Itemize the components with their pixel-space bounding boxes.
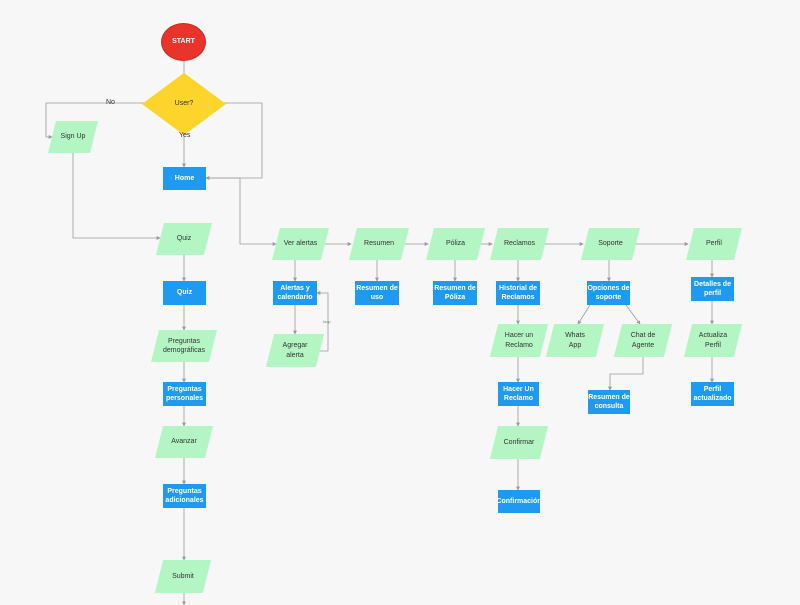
resumen-poliza-label: Resumen de Póliza <box>434 284 476 301</box>
resumen-label: Resumen <box>364 240 394 248</box>
reclamos-node[interactable]: Reclamos <box>494 228 545 260</box>
poliza-label: Póliza <box>445 240 466 248</box>
resumen-node[interactable]: Resumen <box>353 228 405 260</box>
agregar-alerta-label: Agregar alerta <box>282 342 308 359</box>
home-node[interactable]: Home <box>163 167 206 190</box>
edge-home-veralertas <box>206 177 277 246</box>
perfil-actualizado-label: Perfil actualizado <box>693 385 732 402</box>
quiz-io-label: Quiz <box>176 235 192 243</box>
user-decision[interactable]: User? <box>154 88 214 119</box>
start-label: START <box>172 38 195 46</box>
preguntas-adicionales-label: Preguntas adicionales <box>165 487 204 504</box>
soporte-label: Soporte <box>598 240 623 248</box>
signup-label: Sign Up <box>60 133 86 141</box>
edge-signup-quiz <box>72 153 161 240</box>
quiz-label: Quiz <box>176 289 193 297</box>
preguntas-demograficas-label: Preguntas demográficas <box>162 337 206 354</box>
resumen-uso-node[interactable]: Resumen de uso <box>355 281 399 305</box>
edge-user-right-home <box>205 102 263 180</box>
preguntas-adicionales-node[interactable]: Preguntas adicionales <box>163 484 206 508</box>
preguntas-personales-label: Preguntas personales <box>166 385 203 402</box>
opciones-soporte-node[interactable]: Opciones de soporte <box>587 281 630 305</box>
edge-opciones-whatsapp <box>577 304 591 325</box>
quiz-io-node[interactable]: Quiz <box>160 223 208 255</box>
resumen-uso-label: Resumen de uso <box>356 284 398 301</box>
signup-node[interactable]: Sign Up <box>52 121 94 153</box>
perfil-node[interactable]: Perfil <box>690 228 738 260</box>
confirmacion-label: Confirmación <box>496 497 542 505</box>
ver-alertas-node[interactable]: Ver alertas <box>276 228 325 260</box>
hacer-reclamo-node[interactable]: Hacer Un Reclamo <box>498 382 539 406</box>
resumen-poliza-node[interactable]: Resumen de Póliza <box>433 281 477 305</box>
opciones-soporte-label: Opciones de soporte <box>587 284 630 301</box>
resumen-consulta-label: Resumen de consulta <box>588 393 630 410</box>
ver-alertas-label: Ver alertas <box>283 240 318 248</box>
submit-node[interactable]: Submit <box>159 560 207 593</box>
soporte-node[interactable]: Soporte <box>585 228 636 260</box>
no-edge-label: No <box>106 99 115 106</box>
start-node[interactable]: START <box>161 23 206 61</box>
actualiza-perfil-node[interactable]: Actualiza Perfil <box>688 324 738 357</box>
historial-reclamos-node[interactable]: Historial de Reclamos <box>496 281 540 305</box>
alertas-calendario-node[interactable]: Alertas y calendario <box>273 281 317 305</box>
confirmar-node[interactable]: Confirmar <box>494 426 544 459</box>
reclamos-label: Reclamos <box>503 240 536 248</box>
perfil-label: Perfil <box>706 240 722 248</box>
edge-chat-consulta <box>608 357 644 391</box>
home-label: Home <box>174 174 195 182</box>
edge-opciones-chat <box>625 304 641 325</box>
edge-user-no-signup <box>45 102 155 139</box>
detalles-perfil-node[interactable]: Detalles de perfil <box>691 277 734 301</box>
whatsapp-node[interactable]: Whats App <box>550 324 600 357</box>
detalles-perfil-label: Detalles de perfil <box>694 280 731 297</box>
perfil-actualizado-node[interactable]: Perfil actualizado <box>691 382 734 406</box>
agregar-alerta-node[interactable]: Agregar alerta <box>270 334 320 367</box>
avanzar-node[interactable]: Avanzar <box>159 426 209 458</box>
alertas-calendario-label: Alertas y calendario <box>277 284 313 301</box>
confirmacion-node[interactable]: Confirmación <box>496 490 542 513</box>
poliza-node[interactable]: Póliza <box>430 228 481 260</box>
user-decision-label: User? <box>174 99 194 107</box>
preguntas-demograficas-node[interactable]: Preguntas demográficas <box>155 330 213 362</box>
hacer-reclamo-io-label: Hacer un Reclamo <box>504 332 534 349</box>
confirmar-label: Confirmar <box>503 438 535 446</box>
whatsapp-label: Whats App <box>565 332 585 349</box>
avanzar-label: Avanzar <box>171 438 197 446</box>
historial-reclamos-label: Historial de Reclamos <box>498 284 538 301</box>
hacer-reclamo-io-node[interactable]: Hacer un Reclamo <box>494 324 544 357</box>
submit-label: Submit <box>172 572 194 580</box>
chat-agente-label: Chat de Agente <box>630 332 656 349</box>
quiz-node[interactable]: Quiz <box>163 281 206 305</box>
actualiza-perfil-label: Actualiza Perfil <box>698 332 728 349</box>
preguntas-personales-node[interactable]: Preguntas personales <box>163 382 206 406</box>
edge-agregar-alertas-loop <box>316 291 329 352</box>
yes-edge-label: Yes <box>179 132 191 139</box>
chat-agente-node[interactable]: Chat de Agente <box>618 324 668 357</box>
loop-edge-label: loop <box>323 319 331 324</box>
resumen-consulta-node[interactable]: Resumen de consulta <box>588 390 630 414</box>
hacer-reclamo-label: Hacer Un Reclamo <box>503 385 534 402</box>
